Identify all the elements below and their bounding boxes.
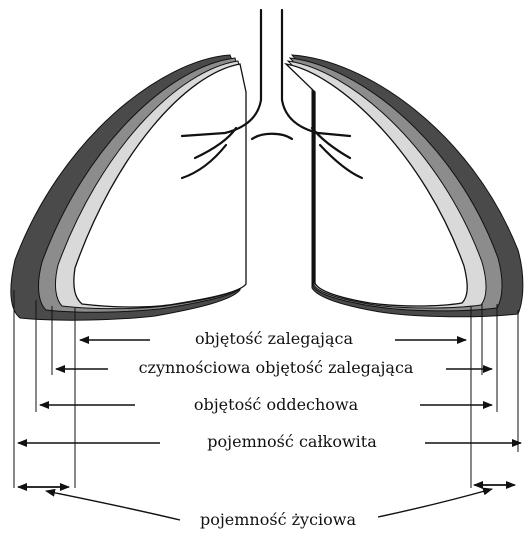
left-lung [11, 55, 246, 320]
right-lung [286, 55, 523, 317]
vital-curve-left [46, 491, 180, 520]
functional-residual-volume-label: czynnościowa objętość zalegająca [136, 358, 417, 378]
total-capacity-label: pojemność całkowita [204, 432, 379, 452]
vital-capacity-label: pojemność życiowa [197, 510, 359, 530]
residual-volume-label: objętość zalegająca [192, 329, 356, 349]
tidal-volume-label: objętość oddechowa [191, 395, 361, 415]
vital-curve-right [378, 489, 492, 517]
